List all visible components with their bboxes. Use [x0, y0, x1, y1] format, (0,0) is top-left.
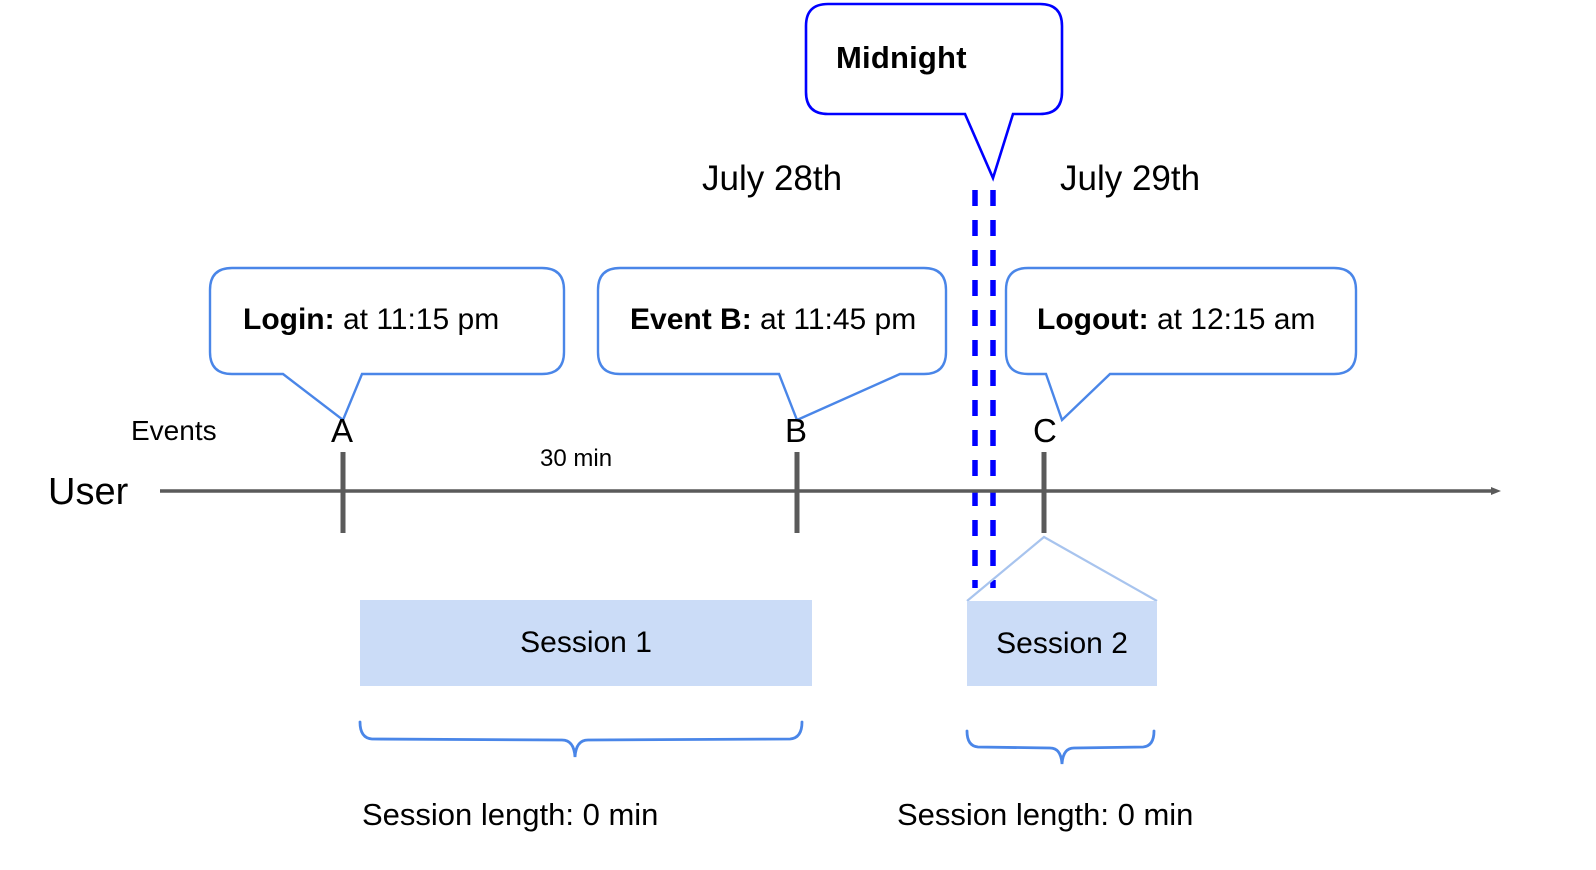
point-label-a: A	[331, 412, 354, 449]
event-b-callout-rest: at 11:45 pm	[751, 303, 917, 336]
session-2-wedge	[966, 535, 1158, 602]
session-1-box: Session 1	[360, 600, 812, 686]
event-b-callout-bold: Event B:	[630, 303, 752, 336]
midnight-callout	[804, 2, 1064, 182]
session-2-label: Session 2	[996, 626, 1128, 660]
midnight-divider-lines	[972, 190, 996, 588]
logout-callout	[1004, 266, 1358, 423]
event-ticks	[340, 452, 1047, 533]
login-callout-text: Login: at 11:15 pm	[243, 305, 499, 335]
date-label-left: July 28th	[702, 159, 843, 198]
session-2-wedge-shape	[966, 535, 1158, 602]
duration-label-30min: 30 min	[540, 445, 613, 472]
midnight-callout-shape	[804, 2, 1064, 182]
login-callout-shape	[208, 266, 566, 422]
midnight-label: Midnight	[836, 40, 967, 75]
point-label-c: C	[1033, 412, 1057, 449]
session-1-brace-shape	[358, 720, 804, 758]
session-2-brace	[965, 729, 1156, 765]
session-2-box: Session 2	[967, 601, 1157, 686]
session-2-brace-shape	[965, 729, 1156, 765]
logout-callout-bold: Logout:	[1037, 303, 1149, 336]
events-row-label: Events	[131, 415, 217, 446]
point-label-b: B	[785, 412, 808, 449]
session-1-label: Session 1	[520, 626, 652, 659]
login-callout-rest: at 11:15 pm	[334, 303, 500, 336]
event-b-callout	[596, 266, 948, 422]
session-1-brace	[358, 720, 804, 758]
date-label-right: July 29th	[1060, 159, 1201, 198]
session-2-length-label: Session length: 0 min	[897, 797, 1194, 832]
event-b-callout-shape	[596, 266, 948, 422]
logout-callout-shape	[1004, 266, 1358, 423]
login-callout-bold: Login:	[243, 303, 335, 336]
event-b-callout-text: Event B: at 11:45 pm	[630, 305, 916, 335]
user-row-label: User	[48, 471, 129, 513]
logout-callout-text: Logout: at 12:15 am	[1037, 305, 1315, 335]
login-callout	[208, 266, 566, 422]
session-1-length-label: Session length: 0 min	[362, 797, 659, 832]
logout-callout-rest: at 12:15 am	[1148, 303, 1316, 336]
